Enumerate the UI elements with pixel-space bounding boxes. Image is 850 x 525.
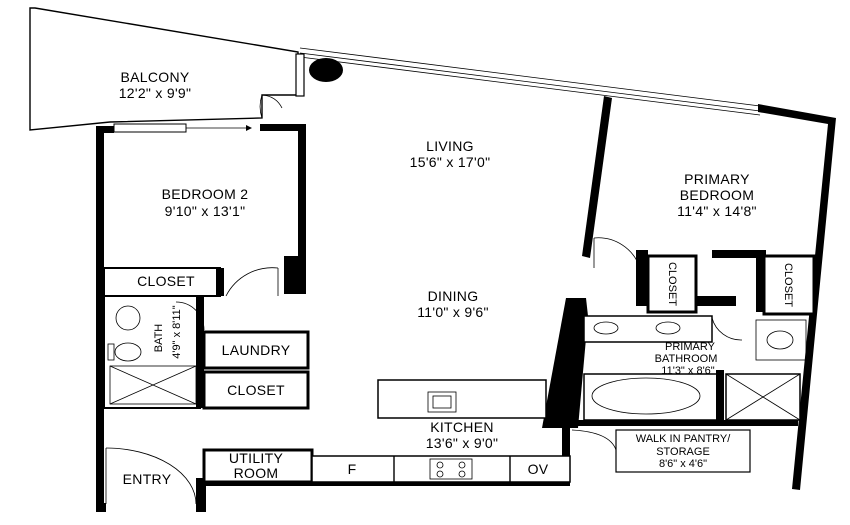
closet-hall-label: CLOSET [227, 382, 285, 398]
living-dims: 15'6" x 17'0" [410, 154, 491, 170]
window-strip [299, 47, 761, 116]
laundry-box [202, 330, 310, 370]
balcony-dims: 12'2" x 9'9" [119, 85, 192, 101]
pantry-label-2: STORAGE [656, 446, 710, 458]
structural-column [309, 58, 343, 82]
primary-bedroom-dims: 11'4" x 14'8" [677, 203, 757, 219]
entry-label: ENTRY [123, 471, 172, 487]
dining-dims: 11'0" x 9'6" [417, 304, 489, 320]
balcony-door-swing [259, 94, 263, 119]
pantry-dims: 8'6" x 4'6" [659, 458, 707, 470]
bath-label: BATH [153, 324, 165, 353]
balcony-label: BALCONY [120, 69, 189, 85]
sliding-door-bedroom2 [113, 123, 252, 133]
primary-bedroom-door-swing [593, 237, 641, 269]
primary-bathroom-label-1: PRIMARY [665, 341, 716, 353]
pantry-label-1: WALK IN PANTRY/ [636, 433, 731, 445]
utility-room-box [202, 448, 314, 484]
pantry-box [615, 429, 751, 473]
primary-bedroom-label-1: PRIMARY [684, 171, 750, 187]
oven-label: OV [528, 461, 549, 477]
closet-primary-2-label: CLOSET [782, 263, 794, 307]
balcony-door-jamb [295, 53, 305, 97]
bedroom2-label: BEDROOM 2 [162, 186, 249, 202]
pantry-door-swing [571, 429, 617, 451]
bath-fixtures [103, 295, 204, 409]
closet-primary-2-box [762, 254, 816, 316]
bath-dims: 4'9" x 8'11" [171, 305, 183, 358]
kitchen-counters [311, 379, 571, 483]
bedroom2-door-swing [225, 267, 279, 297]
bedroom2-dims: 9'10" x 13'1" [165, 203, 246, 219]
utility-label-2: ROOM [234, 465, 279, 481]
kitchen-label: KITCHEN [430, 419, 494, 435]
fridge-label: F [348, 461, 357, 477]
entry-door-swing [105, 447, 197, 505]
closet-hall-box [202, 370, 310, 410]
closet-bedroom2-box [103, 267, 224, 297]
primary-bedroom-label-2: BEDROOM [680, 187, 754, 203]
closet-primary-1-label: CLOSET [666, 262, 678, 306]
dining-label: DINING [428, 288, 479, 304]
living-label: LIVING [426, 138, 474, 154]
laundry-label: LAUNDRY [222, 342, 291, 358]
kitchen-dims: 13'6" x 9'0" [426, 435, 499, 451]
utility-label-1: UTILITY [229, 450, 284, 466]
primary-bathroom-dims: 11'3" x 8'6" [661, 365, 714, 377]
primary-bath-fixtures [583, 315, 807, 422]
closet-primary-1-box [646, 254, 698, 314]
closet-bedroom2-label: CLOSET [137, 273, 195, 289]
primary-bathroom-label-2: BATHROOM [655, 353, 718, 365]
bath-door-swing [175, 301, 205, 331]
